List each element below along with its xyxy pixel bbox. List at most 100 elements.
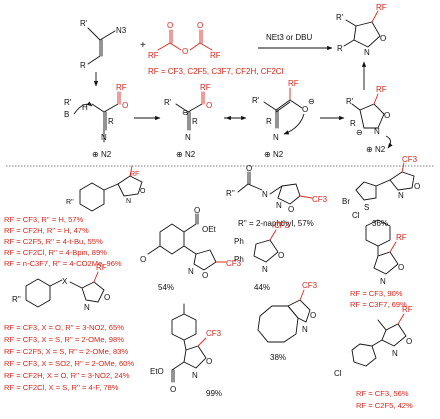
anhydride-o3: O <box>197 21 203 30</box>
d-oet: OEt <box>202 225 217 234</box>
int3-o: O <box>302 105 308 114</box>
int2-rf: RF <box>200 83 211 92</box>
structure-i: CF3 O EtO O N <box>150 303 222 394</box>
b-o: O <box>246 164 252 173</box>
int1-plus: ⊕ <box>92 150 99 159</box>
r-label: R <box>80 61 86 70</box>
entry-c-caption: 36% <box>372 219 388 228</box>
int4-r-prime: R' <box>346 97 354 106</box>
entry-f-line-2: RF = C3F7, 69% <box>350 300 407 309</box>
structure-c: S Br CF3 O N <box>342 155 420 212</box>
e-o: O <box>278 251 284 260</box>
entry-d-caption: 54% <box>158 283 174 292</box>
anhydride-o2: O <box>182 47 188 56</box>
b-cf3: CF3 <box>312 195 328 204</box>
int4-n2: N2 <box>375 145 386 154</box>
entry-g-line-2: RF = CF3, X = S, R'' = 2-OMe, 98% <box>4 335 124 344</box>
entry-a-line-5: RF = n-C3F7, R'' = 4-CO2Me, 96% <box>4 259 122 268</box>
entry-g-line-3: RF = C2F5, X = S, R'' = 2-OMe, 83% <box>4 347 128 356</box>
entry-e-caption: 44% <box>254 283 270 292</box>
product-rf: RF <box>376 3 387 12</box>
j-n: N <box>392 349 398 358</box>
anhydride-rf1: RF <box>148 51 159 60</box>
int3-r-prime: R' <box>252 96 260 105</box>
e-ph1: Ph <box>234 237 244 246</box>
product-r-prime: R' <box>336 13 344 22</box>
a-n: N <box>126 198 131 205</box>
d-o3: O <box>202 271 208 280</box>
vinyl-azide-structure: R' N3 R <box>80 19 127 70</box>
structure-f: Cl RF O N <box>352 211 407 286</box>
int4-rf: RF <box>376 85 387 94</box>
entry-f-line-1: RF = CF3, 90% <box>350 289 403 298</box>
int2-plus: ⊕ <box>176 150 183 159</box>
int4-minus: ⊖ <box>356 128 363 137</box>
product-isoxazole: R' R RF O N <box>336 3 387 57</box>
entry-g-line-1: RF = CF3, X = O, R'' = 3-NO2, 65% <box>4 323 124 332</box>
g-rpp: R'' <box>12 295 21 304</box>
c-s: S <box>364 203 369 212</box>
b-n: N <box>276 201 282 210</box>
int3-plus: ⊕ <box>264 150 271 159</box>
structure-d: O OEt O CF3 N O <box>140 206 242 280</box>
entry-i-caption: 99% <box>206 389 222 398</box>
product-o: O <box>380 34 386 43</box>
int4-n: N <box>374 127 380 136</box>
product-n: N <box>364 48 370 57</box>
int3-rf: RF <box>288 79 299 88</box>
entry-j-line-2: RF = C2F5, 42% <box>356 401 413 410</box>
j-o: O <box>406 337 412 346</box>
structure-h: CF3 O N <box>257 281 318 343</box>
d-n: N <box>188 267 194 276</box>
c-br: Br <box>342 197 350 206</box>
a-rpp: R'' <box>66 199 74 206</box>
int3-r: R <box>266 117 272 126</box>
i-cf3: CF3 <box>206 329 222 338</box>
plus-sign: + <box>140 40 146 51</box>
f-cl: Cl <box>352 211 360 220</box>
d-o1: O <box>194 206 200 215</box>
int3-n: N <box>273 133 279 142</box>
f-n: N <box>380 277 386 286</box>
structure-b: R'' O N CF3 N O <box>226 164 328 214</box>
azide-label: N3 <box>116 26 127 35</box>
entry-j-line-1: RF = CF3, 56% <box>356 389 409 398</box>
entry-a-line-3: RF = C2F5, R'' = 4-t-Bu, 55% <box>4 237 103 246</box>
intermediate-1: R' B H RF O R N ⊕ N2 <box>64 83 128 159</box>
entry-g-line-6: RF = CF2Cl, X = S, R'' = 4-F, 78% <box>4 383 119 392</box>
h-o: O <box>310 311 316 320</box>
a-rf: RF <box>130 171 139 178</box>
int4-r: R <box>350 119 356 128</box>
entry-h-caption: 38% <box>270 353 286 362</box>
structure-e: CF3 Ph Ph O N <box>234 221 290 274</box>
r-prime-label: R' <box>80 19 88 28</box>
g-rf: RF <box>96 263 107 272</box>
a-o: O <box>140 188 146 195</box>
int1-rf: RF <box>116 83 127 92</box>
int1-r: R <box>108 117 114 126</box>
i-eto: EtO <box>150 367 164 376</box>
h-n: N <box>302 325 308 334</box>
b-rpp: R'' <box>226 189 235 198</box>
g-x: X <box>62 277 68 286</box>
entry-a-line-2: RF = CF2H, R'' = H, 47% <box>4 226 89 235</box>
entry-b-caption: R'' = 2-naphthyl, 57% <box>238 219 314 228</box>
int1-h: H <box>82 103 88 112</box>
int2-n: N <box>185 133 191 142</box>
int1-n2: N2 <box>101 150 112 159</box>
structure-g: R'' X RF O N <box>12 263 110 312</box>
e-n: N <box>262 265 268 274</box>
product-r: R <box>337 44 343 53</box>
h-cf3: CF3 <box>302 281 318 290</box>
e-cf3: CF3 <box>274 221 290 230</box>
int3-n2: N2 <box>273 150 284 159</box>
anhydride-o1: O <box>167 21 173 30</box>
e-ph2: Ph <box>234 255 244 264</box>
c-o: O <box>414 182 420 191</box>
i-o2: O <box>206 357 212 366</box>
structure-j: RF O N Cl <box>334 305 413 378</box>
d-cf3: CF3 <box>226 259 242 268</box>
b-nh: N <box>262 190 268 199</box>
int2-o: O <box>206 101 212 110</box>
